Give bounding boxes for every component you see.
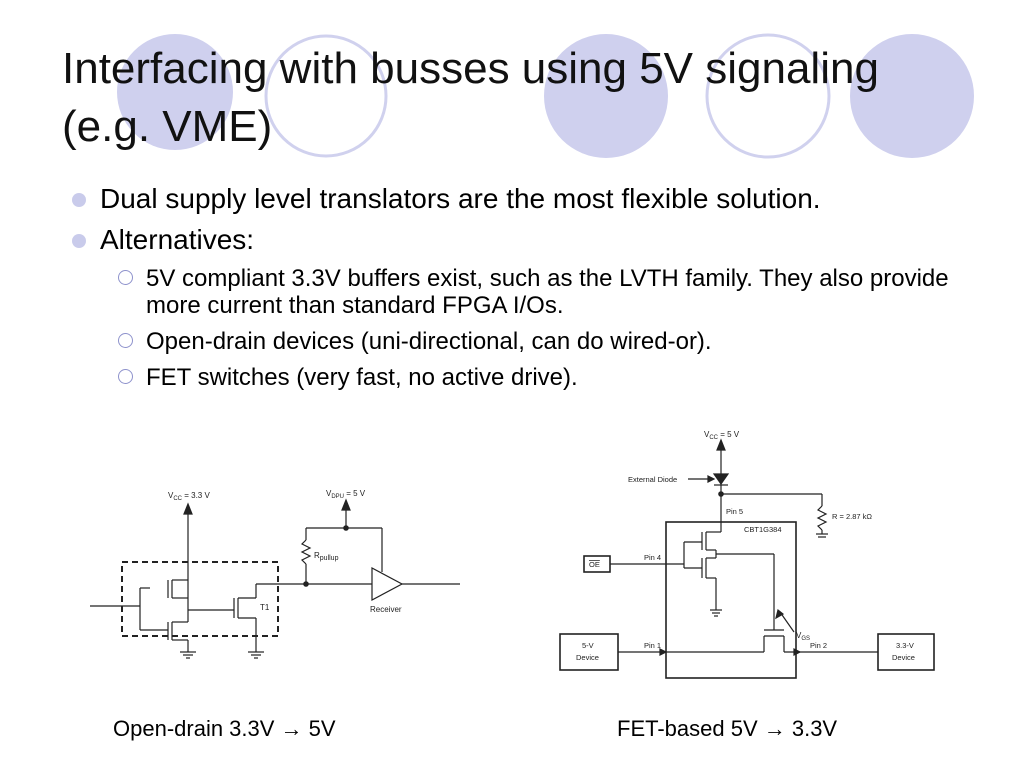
sub-bullet-text: FET switches (very fast, no active drive… (146, 364, 578, 391)
fet-switch-circuit-diagram: VCC = 5 V External Diode R = 2.87 kΩ Pin… (559, 430, 935, 679)
decor-circle-filled (117, 34, 233, 150)
receiver-label: Receiver (370, 605, 402, 614)
sub-bullet-text: 5V compliant 3.3V buffers exist, such as… (146, 265, 949, 319)
external-diode-icon (712, 473, 730, 486)
vcc-arrow-icon (716, 438, 726, 451)
pin5-label: Pin 5 (726, 507, 743, 516)
vcc-label: VCC = 3.3 V (168, 491, 210, 502)
resistor-value-label: R = 2.87 kΩ (832, 512, 872, 521)
bullet-item: Alternatives: (72, 224, 972, 255)
pin1-label: Pin 1 (644, 641, 661, 650)
sub-bullet-item: 5V compliant 3.3V buffers exist, such as… (116, 265, 972, 319)
t1-label: T1 (260, 603, 270, 612)
external-diode-label: External Diode (628, 475, 677, 484)
slide-title: Interfacing with busses using 5V signali… (62, 40, 1002, 156)
right-caption: FET-based 5V → 3.3V (617, 716, 838, 741)
decorative-circles (117, 33, 974, 159)
pin4-label: Pin 4 (644, 553, 661, 562)
ic-boundary-box (121, 561, 279, 637)
ring-bullet-icon (118, 270, 133, 285)
five-volt-device-label-2: Device (576, 653, 599, 662)
vdpu-label: VDPU = 5 V (326, 489, 366, 500)
ring-bullet-icon (118, 333, 133, 348)
three-volt-device-label-1: 3.3-V (896, 641, 914, 650)
sub-bullet-item: Open-drain devices (uni-directional, can… (116, 328, 972, 355)
left-caption: Open-drain 3.3V → 5V (113, 716, 336, 741)
sub-bullet-text: Open-drain devices (uni-directional, can… (146, 328, 712, 355)
vcc-5v-label: VCC = 5 V (704, 430, 740, 441)
resistor-2-87k (816, 505, 828, 531)
vgs-label: VGS (796, 631, 810, 642)
three-volt-device-label-2: Device (892, 653, 915, 662)
sub-bullet-item: FET switches (very fast, no active drive… (116, 364, 972, 391)
pin2-label: Pin 2 (810, 641, 827, 650)
receiver-buffer (371, 567, 404, 601)
five-volt-device-box (559, 633, 619, 671)
bullet-item: Dual supply level translators are the mo… (72, 183, 972, 214)
pullup-resistor (300, 539, 312, 565)
vcc-arrow-icon (183, 502, 193, 515)
oe-label: OE (589, 560, 600, 569)
r-pullup-label: Rpullup (314, 551, 339, 562)
vdpu-arrow-icon (341, 498, 351, 511)
bullet-dot-icon (72, 193, 86, 207)
decor-circle-filled (544, 34, 668, 158)
decor-circle-outline (264, 34, 388, 158)
bullet-dot-icon (72, 234, 86, 248)
chip-label: CBT1G384 (744, 525, 782, 534)
bullet-text: Dual supply level translators are the mo… (100, 183, 821, 214)
decor-circle-outline (705, 33, 831, 159)
three-volt-device-box (877, 633, 935, 671)
sub-bullet-list: 5V compliant 3.3V buffers exist, such as… (116, 265, 972, 391)
cbt1g384-chip (665, 521, 797, 679)
five-volt-device-label-1: 5-V (582, 641, 594, 650)
title-line-1: Interfacing with busses using 5V signali… (62, 44, 879, 93)
open-drain-circuit-diagram: VCC = 3.3 V T1 Rpullup VDPU = 5 V Receiv… (90, 489, 460, 659)
decor-circle-filled (850, 34, 974, 158)
bullet-list: Dual supply level translators are the mo… (72, 183, 972, 400)
ring-bullet-icon (118, 369, 133, 384)
bullet-text: Alternatives: (100, 224, 255, 255)
title-line-2: (e.g. VME) (62, 102, 273, 151)
